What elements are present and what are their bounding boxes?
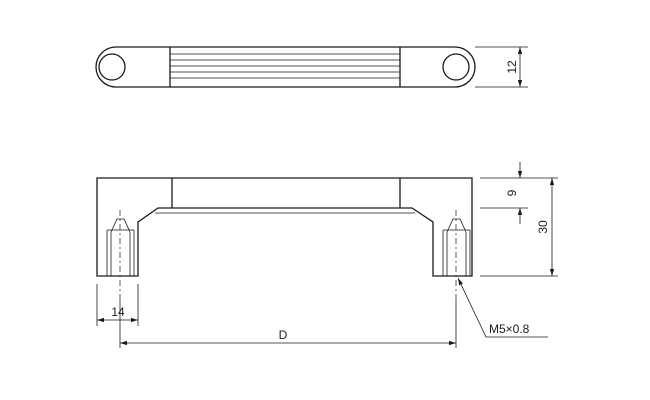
grip-ribs [170, 53, 400, 79]
left-tapped-hole [106, 210, 135, 300]
dim-30-label: 30 [536, 220, 550, 234]
top-view: 12 [95, 46, 528, 88]
dim-d-label: D [279, 328, 288, 342]
thread-callout-label: M5×0.8 [489, 322, 530, 336]
dim-12-label: 12 [505, 60, 519, 74]
right-tapped-hole [442, 210, 471, 300]
front-view: 9 30 14 D M5×0.8 [96, 162, 558, 348]
dim-9-label: 9 [505, 189, 519, 196]
dim-14-label: 14 [111, 305, 125, 319]
